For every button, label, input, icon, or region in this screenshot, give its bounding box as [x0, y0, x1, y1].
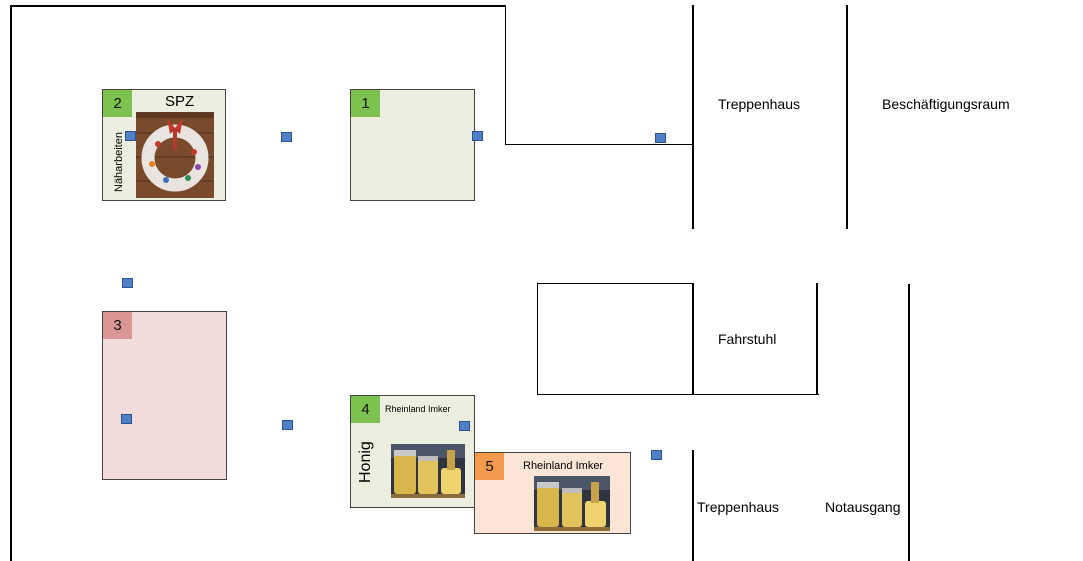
marker[interactable]	[655, 133, 666, 143]
room-label-notausgang: Notausgang	[825, 499, 901, 515]
stand-number-badge: 1	[351, 90, 380, 117]
stand-number-badge: 3	[103, 312, 132, 339]
marker[interactable]	[459, 421, 470, 431]
honey-jars-photo	[391, 444, 465, 498]
wall-elevator-left	[537, 283, 538, 395]
marker[interactable]	[125, 131, 136, 141]
marker[interactable]	[122, 278, 133, 288]
wall-elevator-top	[537, 283, 693, 284]
wall-lower-treppenhaus	[692, 450, 694, 561]
honey-jars-photo	[534, 476, 610, 531]
stand-5-rheinland-imker[interactable]: 5 Rheinland Imker	[474, 452, 631, 534]
stand-title: Rheinland Imker	[523, 460, 604, 472]
room-label-fahrstuhl: Fahrstuhl	[718, 331, 777, 347]
stand-number-badge: 4	[351, 396, 380, 423]
wreath-photo	[136, 112, 214, 198]
room-label-treppenhaus-top: Treppenhaus	[718, 96, 800, 112]
stand-number-badge: 5	[475, 453, 504, 480]
wall-treppenhaus-left	[692, 5, 694, 229]
stand-3[interactable]: 3	[102, 311, 227, 480]
stand-side-label: Honig	[357, 441, 374, 483]
stand-2-spz[interactable]: 2 SPZ Näharbeiten	[102, 89, 226, 201]
wall-elevator-bottom	[537, 394, 819, 395]
marker[interactable]	[281, 132, 292, 142]
stand-number-badge: 2	[103, 90, 132, 117]
marker[interactable]	[651, 450, 662, 460]
wall-upper-left	[505, 5, 506, 145]
marker[interactable]	[121, 414, 132, 424]
stand-1[interactable]: 1	[350, 89, 475, 201]
outer-wall-top	[10, 5, 505, 7]
room-label-treppenhaus-bottom: Treppenhaus	[697, 499, 779, 515]
wall-upper-bottom	[505, 144, 692, 145]
marker[interactable]	[282, 420, 293, 430]
wall-fahrstuhl-right	[816, 283, 818, 395]
stand-4-rheinland-imker[interactable]: 4 Rheinland Imker Honig	[350, 395, 475, 508]
stand-title: Rheinland Imker	[385, 404, 451, 414]
stand-title: SPZ	[165, 93, 195, 110]
wall-notausgang-right	[908, 284, 910, 561]
stand-side-label: Näharbeiten	[113, 132, 125, 192]
outer-wall-left	[10, 5, 12, 561]
wall-fahrstuhl-left	[692, 283, 694, 395]
marker[interactable]	[472, 131, 483, 141]
room-label-beschaeftigungsraum: Beschäftigungsraum	[882, 96, 1010, 112]
wall-treppenhaus-right	[846, 5, 848, 229]
